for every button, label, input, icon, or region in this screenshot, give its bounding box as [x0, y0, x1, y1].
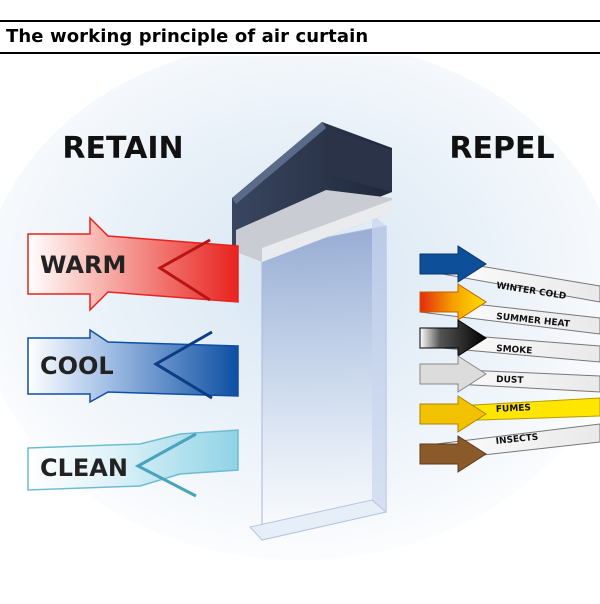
page-title: The working principle of air curtain: [6, 26, 369, 47]
air-curtain-illustration: RETAIN REPEL WARM COOL CLEAN WINTER COLD: [0, 40, 600, 600]
retain-cool-arrow: COOL: [27, 328, 239, 404]
repel-heading: REPEL: [449, 131, 554, 166]
clean-label: CLEAN: [40, 454, 128, 482]
retain-clean-arrow: CLEAN: [27, 429, 239, 498]
retain-warm-arrow: WARM: [27, 216, 239, 312]
repel-dust: DUST: [419, 355, 600, 393]
repel-smoke: SMOKE: [419, 319, 600, 363]
repel-fumes: FUMES: [419, 395, 600, 433]
air-stream-panel: [249, 214, 388, 541]
dust-label: DUST: [496, 375, 525, 386]
cool-label: COOL: [40, 352, 114, 380]
air-curtain-unit: [232, 122, 392, 262]
retain-heading: RETAIN: [62, 131, 183, 166]
repel-summer-heat: SUMMER HEAT: [419, 283, 600, 335]
smoke-label: SMOKE: [496, 344, 533, 357]
title-bar: The working principle of air curtain: [0, 20, 600, 54]
warm-label: WARM: [40, 251, 126, 279]
diagram: RETAIN REPEL WARM COOL CLEAN WINTER COLD: [0, 40, 600, 600]
insects-label: INSECTS: [495, 433, 539, 447]
repel-insects: INSECTS: [419, 423, 600, 473]
fumes-label: FUMES: [496, 403, 532, 415]
